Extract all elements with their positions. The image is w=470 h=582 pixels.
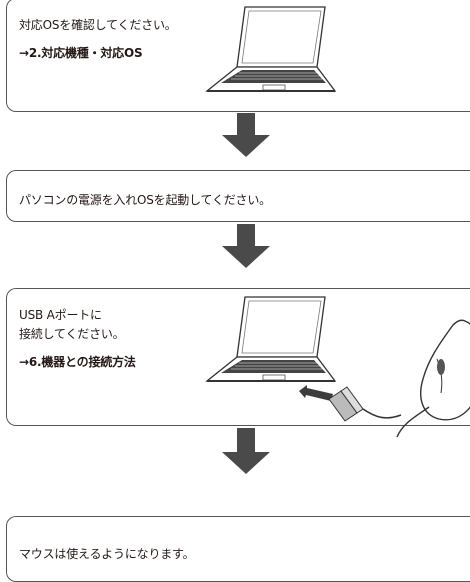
step-2-box: パソコンの電源を入れOSを起動してください。 [6, 170, 470, 222]
step-4-text: マウスは使えるようになります。 [19, 547, 195, 561]
step-1-box: 対応OSを確認してください。 →2.対応機種・対応OS [6, 0, 470, 112]
step-3-line-1: USB Aポートに [19, 308, 102, 322]
step-1-link[interactable]: →2.対応機種・対応OS [19, 46, 143, 60]
down-arrow-icon [222, 428, 270, 476]
mouse-icon [396, 319, 470, 438]
down-arrow-icon [222, 224, 270, 269]
down-arrow-icon [222, 113, 270, 158]
step-1-text: 対応OSを確認してください。 [19, 18, 177, 32]
step-3-box: USB Aポートに 接続してください。 →6.機器との接続方法 [6, 288, 470, 438]
insert-arrow-icon [299, 385, 333, 401]
laptop-icon [205, 6, 337, 92]
step-3-line-2: 接続してください。 [19, 327, 125, 341]
step-4-box: マウスは使えるようになります。 [6, 516, 470, 582]
step-2-text: パソコンの電源を入れOSを起動してください。 [19, 193, 271, 207]
usb-plug-icon [328, 386, 402, 422]
laptop-icon [205, 296, 337, 382]
step-3-link[interactable]: →6.機器との接続方法 [19, 355, 136, 369]
